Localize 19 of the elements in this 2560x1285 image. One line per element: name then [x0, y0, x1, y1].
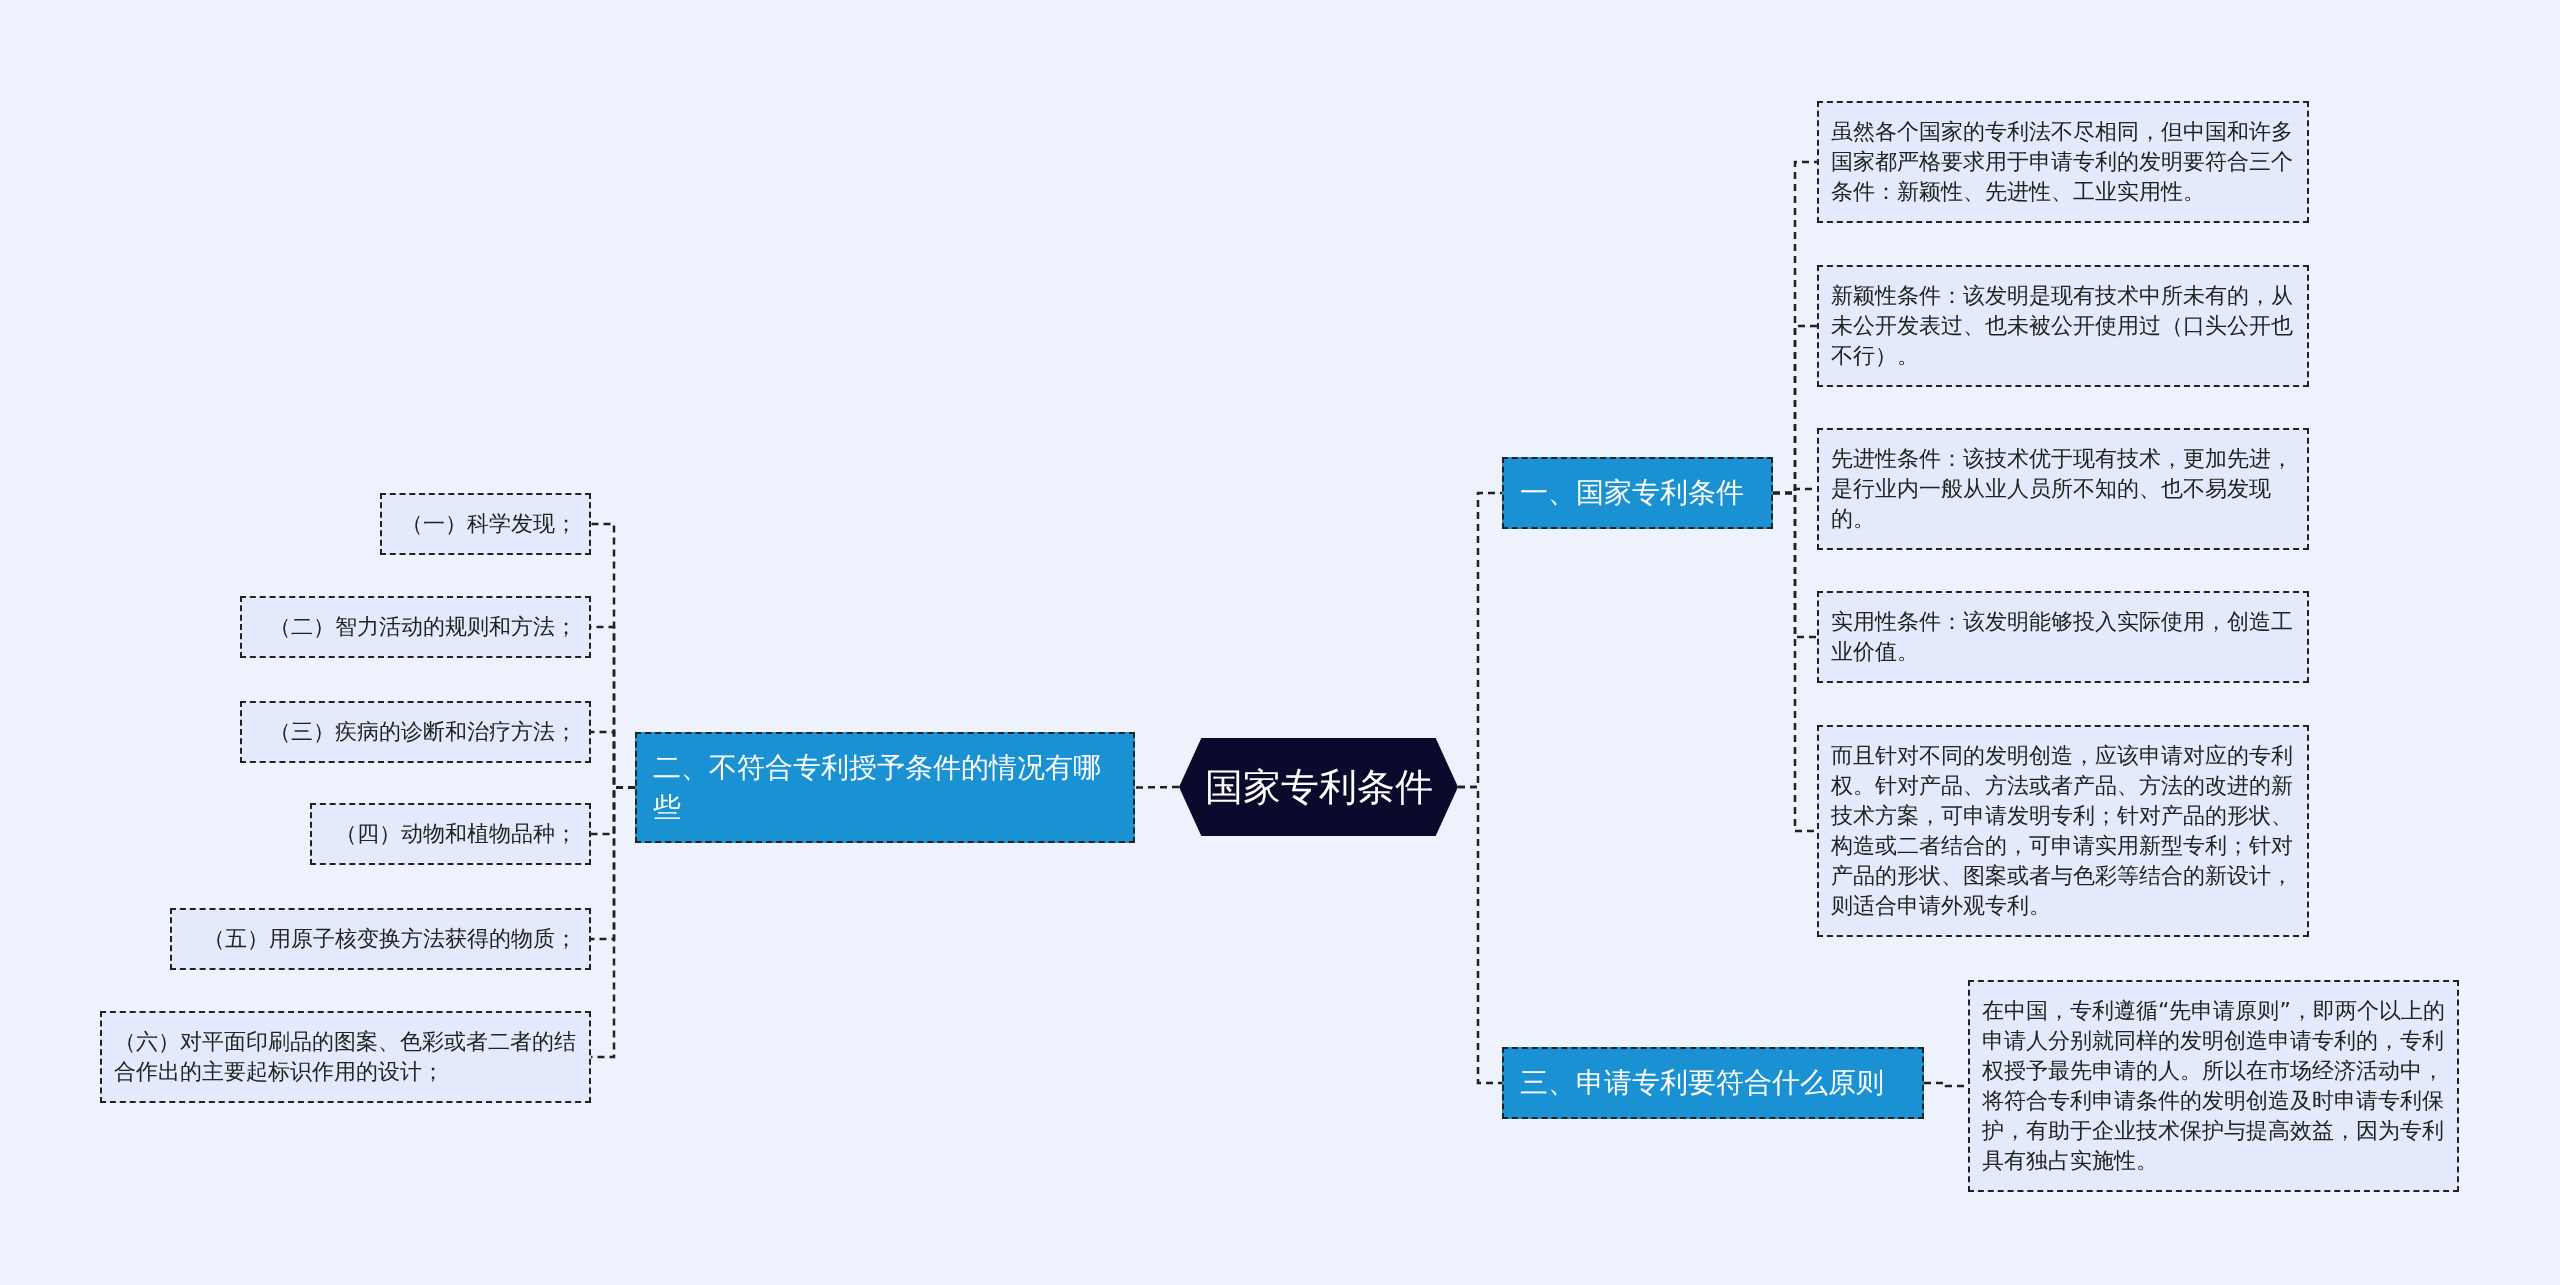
connector-line [1458, 785, 1502, 1085]
note-box: （五）用原子核变换方法获得的物质； [170, 908, 591, 970]
central-topic: 国家专利条件 [1179, 738, 1458, 836]
note-box: 而且针对不同的发明创造，应该申请对应的专利权。针对产品、方法或者产品、方法的改进的新技术方案，可申请发明专利；针对产品的形状、构造或二者结合的，可申请实用新型专利；针对产品的形状、图案或者与色彩等结合的新设计，则适合申请外观专利。 [1817, 725, 2309, 937]
note-box: （二）智力活动的规则和方法； [240, 596, 591, 658]
note-box: （四）动物和植物品种； [310, 803, 591, 865]
topic-box: 三、申请专利要符合什么原则 [1502, 1047, 1924, 1119]
note-box: 实用性条件：该发明能够投入实际使用，创造工业价值。 [1817, 591, 2309, 683]
connector-line [1773, 491, 1817, 833]
note-box: 虽然各个国家的专利法不尽相同，但中国和许多国家都严格要求用于申请专利的发明要符合三个条件：新颖性、先进性、工业实用性。 [1817, 101, 2309, 223]
note-box: （三）疾病的诊断和治疗方法； [240, 701, 591, 763]
topic-box: 一、国家专利条件 [1502, 457, 1773, 529]
note-box: 新颖性条件：该发明是现有技术中所未有的，从未公开发表过、也未被公开使用过（口头公开也不行）。 [1817, 265, 2309, 387]
connector-line [1135, 785, 1179, 789]
note-box: （一）科学发现； [380, 493, 591, 555]
note-box: （六）对平面印刷品的图案、色彩或者二者的结合作出的主要起标识作用的设计； [100, 1011, 591, 1103]
note-box: 在中国，专利遵循“先申请原则”，即两个以上的申请人分别就同样的发明创造申请专利的，专利权授予最先申请的人。所以在市场经济活动中，将符合专利申请条件的发明创造及时申请专利保护，有助于企业技术保护与提高效益，因为专利具有独占实施性。 [1968, 980, 2459, 1192]
note-box: 先进性条件：该技术优于现有技术，更加先进，是行业内一般从业人员所不知的、也不易发现的。 [1817, 428, 2309, 550]
topic-box: 二、不符合专利授予条件的情况有哪些 [635, 732, 1135, 843]
